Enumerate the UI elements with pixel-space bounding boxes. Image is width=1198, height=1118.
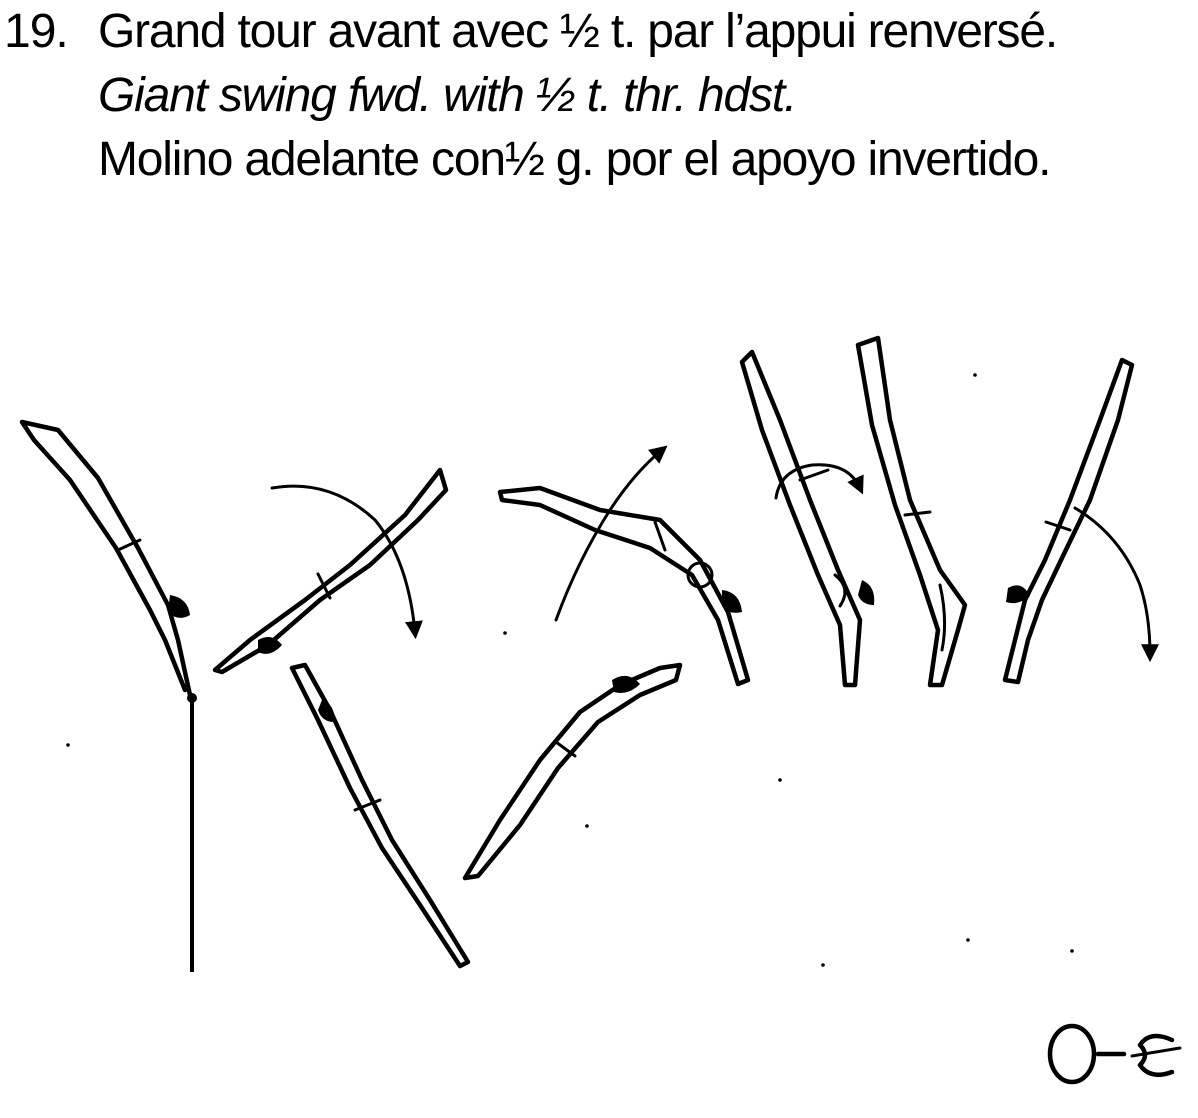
gymnast-hang-start [19, 419, 193, 698]
gymnast-swing-bottom [289, 662, 471, 969]
title-french: Grand tour avant avec ½ t. par l’appui r… [98, 5, 1058, 58]
gymnast-turning [739, 349, 875, 688]
gymnast-handstand [855, 335, 968, 688]
element-number: 19. [4, 5, 69, 58]
scan-dots [66, 373, 1074, 967]
gymnast-swing-up [462, 662, 683, 881]
skill-symbol [1047, 1023, 1182, 1085]
rotation-arrow-1 [270, 484, 423, 640]
rotation-arrow-3 [1073, 506, 1159, 663]
gymnast-swing-down-back [1002, 357, 1135, 685]
title-spanish: Molino adelante con½ g. por el apoyo inv… [98, 133, 1051, 186]
turn-arrow [554, 445, 668, 622]
gymnast-swing-down [212, 467, 449, 675]
gymnast-swing-horizontal [497, 485, 751, 687]
title-english: Giant swing fwd. with ½ t. thr. hdst. [98, 69, 797, 122]
rotation-arrow-2 [774, 463, 864, 500]
